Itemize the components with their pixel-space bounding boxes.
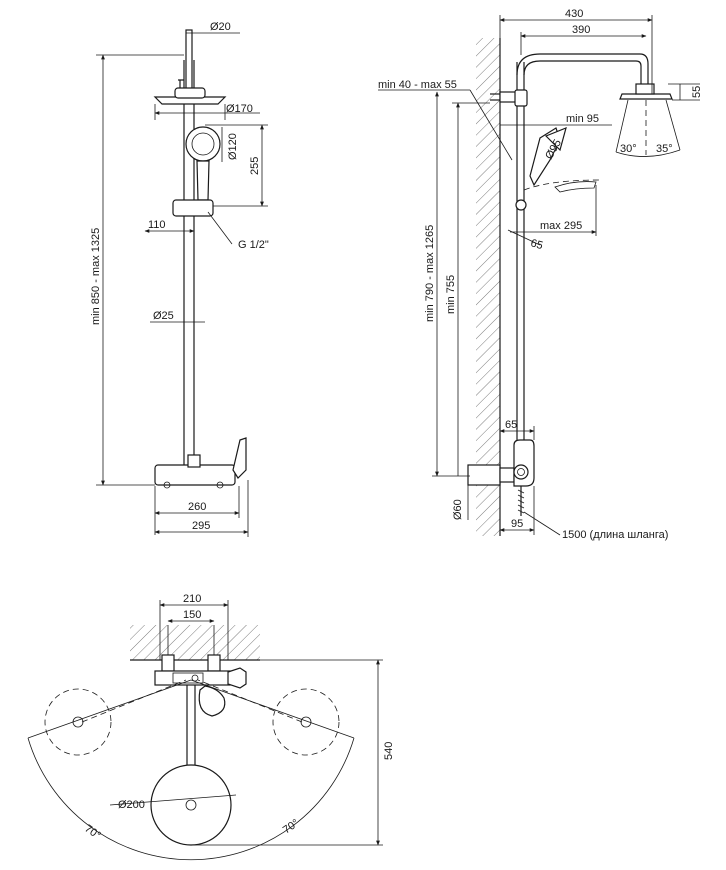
leader-hose [523,511,561,536]
front-hand-shower-head [185,126,221,162]
leader-wall [469,89,513,161]
front-head-joint [174,87,206,99]
front-holder [172,199,214,217]
top-arm-right-rotated [197,679,303,723]
dim-line-65-angle [507,229,541,246]
top-right-connector [207,654,221,672]
side-arm-outer [516,53,649,84]
front-mixer-right-inlet [216,481,224,489]
dim-side-430: 430 [565,8,583,20]
dim-front-thread: G 1/2" [238,239,269,251]
dim-top-angle-right: 70° [281,817,302,836]
dim-top-210: 210 [183,593,201,605]
dim-side-wall-range: min 40 - max 55 [378,79,457,91]
front-mixer-lever [232,437,247,479]
side-top-clamp [514,89,528,107]
front-mixer-left-inlet [163,481,171,489]
side-hose-texture [517,489,525,514]
side-hand-swing [523,179,601,191]
dim-side-55: 55 [691,86,703,98]
top-swing-left [27,679,192,739]
side-arm-inner [523,60,642,84]
top-hand-shower [198,685,226,717]
dim-side-angle-right: 35° [656,143,673,155]
top-wall [130,625,260,660]
dim-front-295: 295 [192,520,210,532]
dim-front-260: 260 [188,501,206,513]
dim-side-min755: min 755 [445,275,457,314]
dim-top-angle-left: 70° [82,823,103,842]
dim-front-d20: Ø20 [210,21,231,33]
front-hand-shower-handle [196,160,210,201]
side-mixer-connector [499,467,515,483]
side-holder [515,199,527,211]
top-head-center [185,799,197,811]
dim-side-d60: Ø60 [452,499,464,520]
top-view: Ø200 70° 70° 210 150 540 [27,593,395,861]
top-head-disc [150,764,232,846]
side-head-joint [635,83,655,95]
dim-top-150: 150 [183,609,201,621]
dim-front-110: 110 [148,219,166,231]
side-mixer-knob [513,464,529,480]
dim-side-height-range: min 790 - max 1265 [424,225,436,322]
side-hand-head [544,126,567,152]
front-view: Ø20 Ø170 Ø120 255 110 G 1/2" min 850 - m… [90,21,269,537]
side-hand-alt [554,181,597,193]
dim-side-angle-left: 30° [620,143,637,155]
top-swing-arc [27,737,355,861]
dim-side-95: 95 [511,518,523,530]
dim-front-d120: Ø120 [227,133,239,160]
top-left-connector [161,654,175,672]
side-wall-fitting [467,464,501,486]
top-head-left-rotated [44,688,112,756]
dim-front-255: 255 [249,157,261,175]
dim-side-390: 390 [572,24,590,36]
dim-side-65-angle: 65 [529,237,544,252]
front-hand-shower-nozzles [191,132,215,156]
front-mixer-top [187,454,201,468]
dim-side-max295: max 295 [540,220,582,232]
top-head-right-rotated [272,688,340,756]
side-wall [476,38,500,536]
dim-side-hose: 1500 (длина шланга) [562,529,668,541]
top-head-left-center [72,716,84,728]
top-swing-right [190,679,355,739]
side-spray-arc [615,149,681,157]
side-mixer-knob-inner [517,468,525,476]
side-head-shower [619,93,673,100]
dim-front-d170: Ø170 [226,103,253,115]
top-lever [227,667,247,689]
leader-thread [207,211,233,245]
dim-front-d25: Ø25 [153,310,174,322]
dim-top-540: 540 [383,742,395,760]
dim-top-d200: Ø200 [118,799,145,811]
front-top-connector [185,29,193,91]
side-mixer-body [513,439,535,487]
top-arm-left-rotated [81,679,187,723]
side-spray-edges [615,99,681,153]
dim-side-65: 65 [505,419,517,431]
top-mixer-display [172,672,204,684]
front-diverter [178,79,184,88]
dim-side-min95: min 95 [566,113,599,125]
dim-front-height: min 850 - max 1325 [90,228,102,325]
side-view: 430 390 min 40 - max 55 55 min 95 Ø95 30… [378,8,703,541]
dim-line-d200 [109,794,237,806]
